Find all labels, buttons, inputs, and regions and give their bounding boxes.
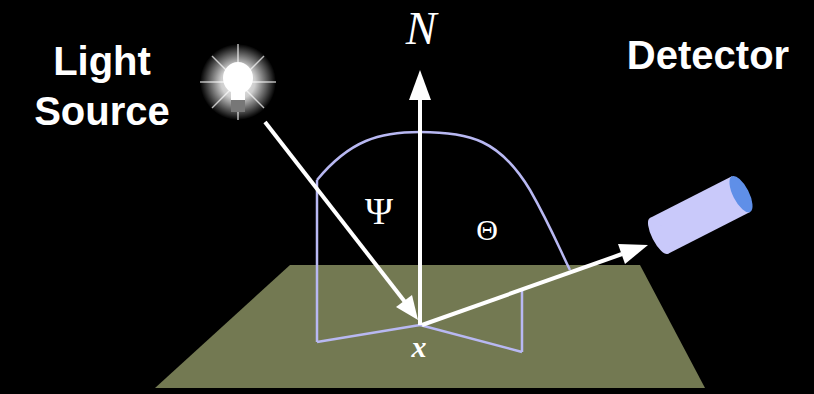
angle-psi: Ψ — [359, 190, 399, 232]
point-label: x — [406, 330, 432, 364]
angle-theta: Θ — [470, 212, 504, 248]
normal-label: N — [398, 4, 444, 54]
surface-plane — [155, 265, 705, 388]
detector-icon — [644, 173, 757, 257]
arrows — [265, 70, 648, 325]
detector-label: Detector — [606, 30, 810, 80]
light-bulb — [200, 44, 276, 120]
source-label: Light Source — [12, 36, 192, 136]
